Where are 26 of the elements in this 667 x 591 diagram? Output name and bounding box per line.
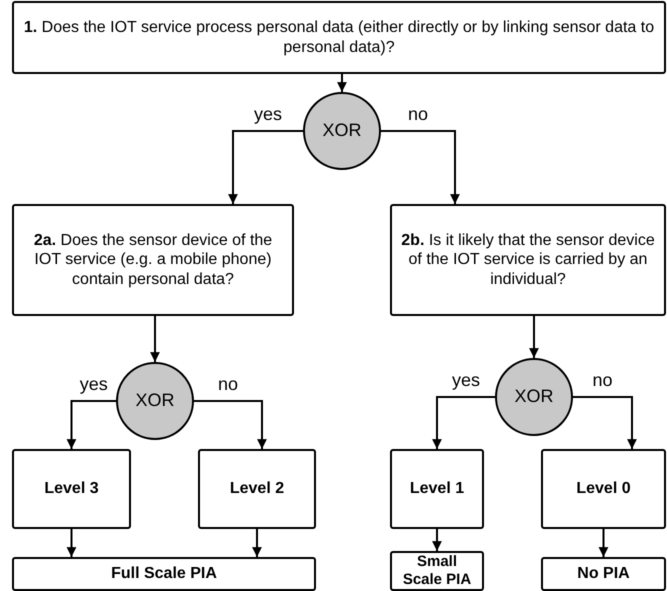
outcome-box: Level 3	[12, 449, 131, 529]
arrow	[194, 400, 267, 449]
arrow	[598, 529, 608, 557]
arrow	[66, 529, 76, 557]
arrow	[228, 130, 303, 204]
arrow	[573, 396, 637, 449]
xor-gateway-circle: XOR	[116, 362, 194, 440]
arrow	[252, 529, 262, 557]
arrow	[529, 316, 539, 358]
question-box: 1. Does the IOT service process personal data (either directly or by linking sensor data to personal data)?	[12, 1, 666, 74]
arrow	[337, 74, 347, 92]
arrow	[66, 400, 116, 449]
question-box: 2b. Is it likely that the sensor device of the IOT service is carried by an individual?	[390, 204, 666, 316]
xor-gateway-circle: XOR	[495, 358, 573, 436]
arrow	[432, 529, 442, 551]
arrow	[432, 396, 495, 449]
xor-gateway-circle: XOR	[303, 92, 381, 170]
outcome-box: No PIA	[541, 557, 666, 591]
outcome-box: Level 2	[198, 449, 316, 529]
outcome-box: Full Scale PIA	[12, 557, 316, 591]
outcome-box: Small Scale PIA	[390, 551, 484, 591]
arrow	[150, 316, 160, 362]
question-box: 2a. Does the sensor device of the IOT service (e.g. a mobile phone) contain personal data?	[12, 204, 294, 316]
outcome-box: Level 1	[390, 449, 484, 529]
outcome-box: Level 0	[541, 449, 666, 529]
arrow	[381, 130, 460, 204]
